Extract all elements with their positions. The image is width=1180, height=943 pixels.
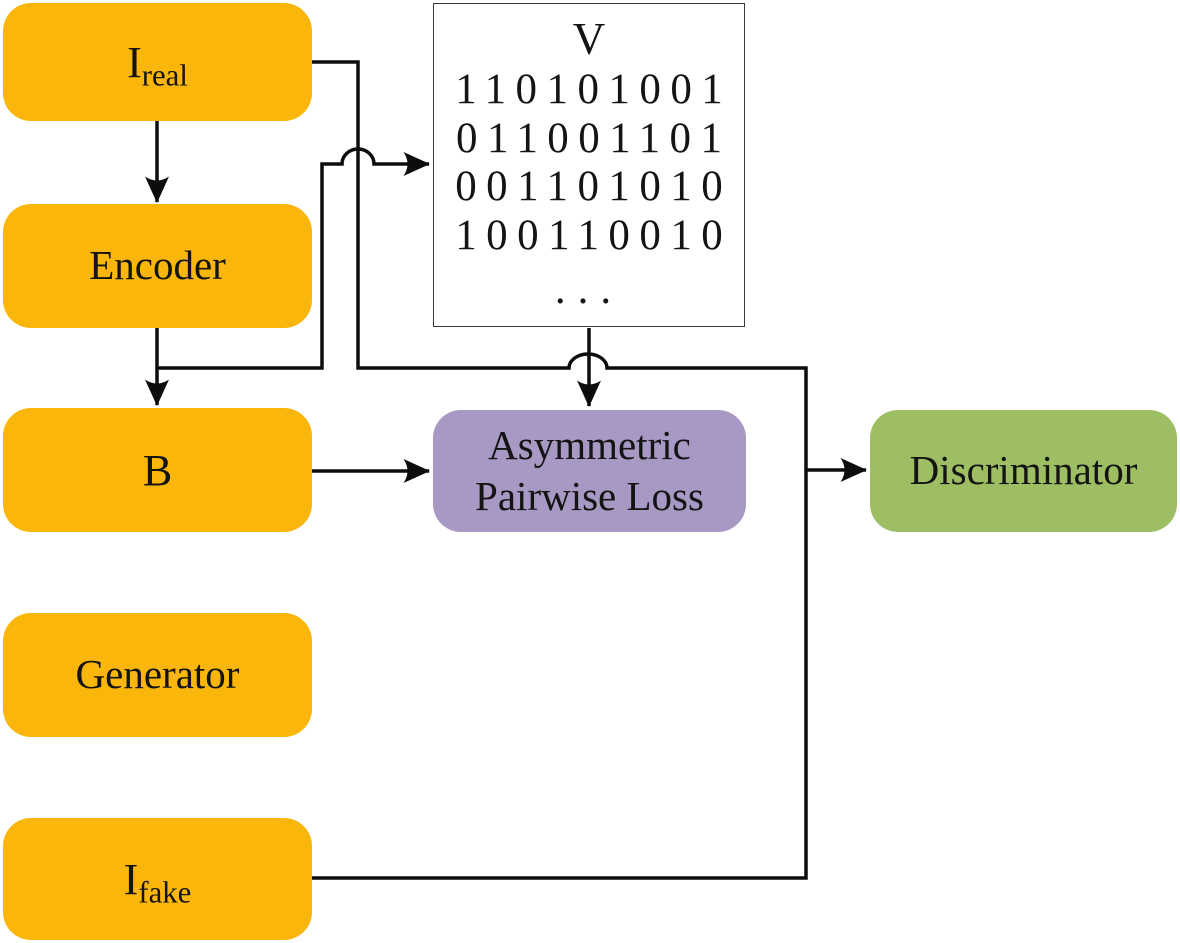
node-i-fake-label: Ifake xyxy=(123,854,192,910)
node-b-label: B xyxy=(142,445,173,495)
v-binary-row: 110101001 xyxy=(455,66,733,113)
node-i-real: Ireal xyxy=(3,3,312,121)
node-encoder: Encoder xyxy=(3,204,312,328)
v-binary-row: 001101010 xyxy=(455,163,733,210)
node-discriminator: Discriminator xyxy=(870,410,1177,532)
node-i-fake: Ifake xyxy=(3,818,312,940)
node-encoder-label: Encoder xyxy=(89,242,226,289)
v-binary-row: 100110010 xyxy=(455,211,733,259)
node-discriminator-label: Discriminator xyxy=(909,447,1138,494)
v-ellipsis: ... xyxy=(554,266,624,313)
v-title: V xyxy=(572,14,606,64)
node-b: B xyxy=(3,408,312,532)
node-generator-label: Generator xyxy=(75,651,240,698)
node-i-real-label: Ireal xyxy=(127,37,188,93)
node-generator: Generator xyxy=(3,613,312,737)
edge-encoder-to-v xyxy=(157,147,430,370)
v-binary-row: 011001101 xyxy=(456,114,732,162)
node-v-binary-codes: V 110101001 011001101 001101010 10011001… xyxy=(433,3,745,327)
